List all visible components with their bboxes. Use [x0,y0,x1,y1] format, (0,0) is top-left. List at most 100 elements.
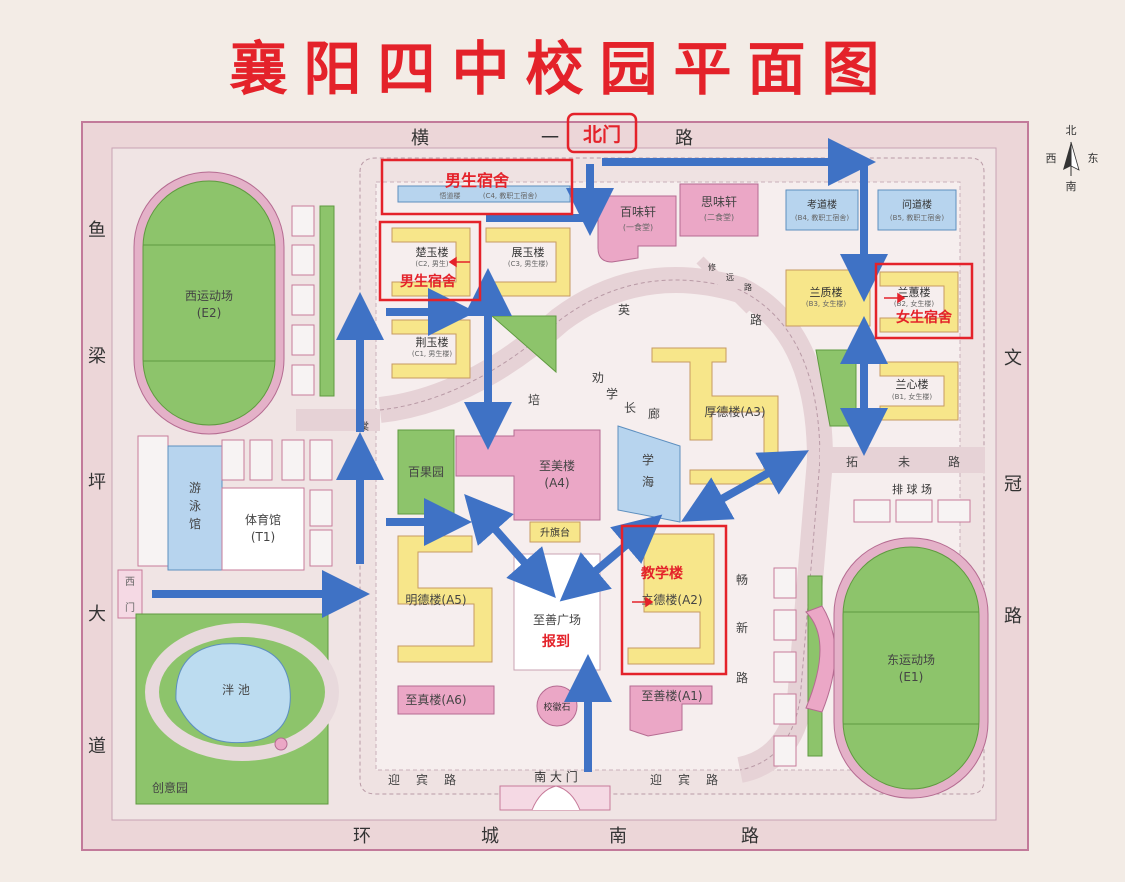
quanxue-2: 学 [606,386,618,401]
west-sports-field [133,171,285,435]
map-title: 襄阳四中校园平面图 [229,35,896,103]
road-south-3: 南 [609,826,627,847]
volleyball-courts [853,499,971,523]
yingbin-e-3: 路 [706,772,718,787]
lanxin-label: 兰心楼 [896,377,929,391]
diag-road-2: 远 [726,273,734,282]
swim-char-3: 馆 [189,516,201,531]
annotation-boxes [378,112,974,676]
xuehai-char-1: 学 [642,452,654,467]
teaching-label: 教学楼 [641,565,683,582]
west-field-label: 西运动场 [185,289,233,303]
school-stone-label: 校徽石 [543,701,570,713]
compass-east: 东 [1088,152,1099,165]
west-gate-char-2: 门 [125,601,135,614]
lanzhi-label: 兰质楼 [810,285,843,299]
xuehai-char-2: 海 [642,474,654,489]
road-west-2: 梁 [88,346,106,367]
changxin-1: 畅 [736,573,748,587]
tuowei-1: 拓 [846,455,858,469]
volleyball-label: 排 球 场 [892,482,932,496]
changxin-2: 新 [736,620,748,635]
route-arrows [152,138,888,772]
west-field-code: (E2) [197,306,222,320]
garden-path [145,623,339,761]
quanxue-4: 廊 [648,406,660,421]
zhimei-label: 至美楼 [539,458,575,473]
gym-code: (T1) [251,530,275,544]
siwei-label: 思味轩 [701,195,737,209]
road-east-2: 冠 [1004,474,1022,495]
red-pointers [448,256,906,608]
wendao-sub: (B5, 教职工宿舍) [890,213,944,222]
wendao-label: 问道楼 [902,198,932,211]
road-west-3: 坪 [88,472,106,493]
swim-char-1: 游 [189,481,201,495]
east-field-label: 东运动场 [887,653,935,667]
compass [1063,141,1080,176]
swimming-hall [167,445,223,571]
lanhui-sub: (B2, 女生楼) [894,299,934,308]
kaodao-sub: (B4, 教职工宿舍) [795,213,849,222]
zhizhen-building [397,685,495,715]
pond [175,643,291,744]
south-gate-label: 南 大 门 [534,769,578,784]
quanxue-3: 长 [624,401,636,415]
mingde-label: 明德楼(A5) [405,592,466,607]
yingbin-e-2: 宾 [678,772,690,787]
siwei-canteen [679,183,759,237]
zhizhen-label: 至真楼(A6) [405,692,466,707]
road-west-5: 道 [88,736,106,757]
road-west-4: 大 [88,604,106,625]
diag-road-1: 修 [708,262,716,272]
lanhui-label: 兰蕙楼 [898,285,931,299]
lanxin-sub: (B1, 女生楼) [892,392,932,401]
road-west-1: 鱼 [88,220,106,241]
lide-label: 立德楼(A2) [641,592,702,607]
zhanyu-label: 展玉楼 [512,245,545,259]
tuowei-2: 未 [898,455,910,469]
tuowei-3: 路 [948,454,960,469]
peiying-3: 路 [750,312,762,327]
west-gate [117,569,143,619]
kaodao-label: 考道楼 [807,198,837,211]
peiying-2: 英 [618,303,630,317]
road-south-1: 环 [353,826,371,847]
north-gate-label: 北门 [583,123,621,146]
zhishan-plaza-label: 至善广场 [533,612,581,627]
flag-platform-label: 升旗台 [540,526,570,539]
road-north-1: 横 [411,128,429,149]
baiwei-canteen [597,195,677,263]
yingbin-w-1: 迎 [388,773,400,787]
female-dorm-label: 女生宿舍 [896,309,953,326]
court-column [291,205,335,397]
road-north-2: 一 [541,128,559,149]
zhanyu-sub: (C3, 男生楼) [508,259,549,268]
gym-label: 体育馆 [245,512,281,527]
houde-label: 厚德楼(A3) [704,404,765,419]
wendao-building [877,189,957,231]
creative-garden-label: 创意园 [152,780,188,795]
wudao-label: 悟道楼 [440,191,461,200]
yingbin-w-3: 路 [444,772,456,787]
east-sports-field [833,537,989,799]
gym-courts [221,439,333,567]
south-gate [499,785,611,811]
baiwei-sub: (一食堂) [623,222,653,232]
road-east-1: 文 [1004,348,1022,369]
siwei-sub: (二食堂) [704,212,734,222]
swim-char-2: 泳 [189,499,201,513]
male-dorm-label-2: 男生宿舍 [400,273,457,290]
compass-north: 北 [1066,124,1077,137]
road-south-2: 城 [481,826,499,847]
changxin-3: 路 [736,670,748,685]
baiguo-label: 百果园 [408,465,444,479]
zhishan-a1-label: 至善楼(A1) [641,688,702,703]
yingbin-w-2: 宾 [416,772,428,787]
lanzhi-sub: (B3, 女生楼) [806,299,846,308]
xuehai-building [617,425,681,523]
chuyu-sub: (C2, 男生) [415,259,449,268]
male-dorm-label-1: 男生宿舍 [445,171,510,190]
